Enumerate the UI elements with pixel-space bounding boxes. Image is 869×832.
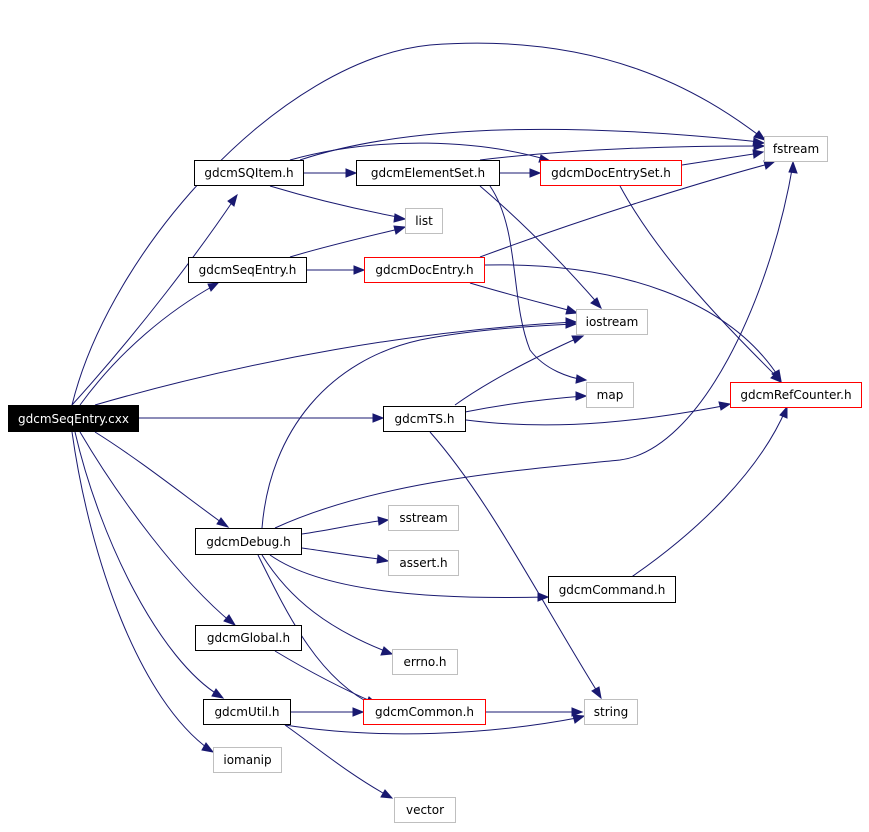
arrow-sqitem-list: [393, 213, 407, 223]
edge-sqitem-fstream: [299, 128, 761, 161]
edge-root-global: [79, 431, 233, 624]
node-gdcmrefcounter-h[interactable]: gdcmRefCounter.h: [730, 382, 862, 408]
edge-global-common: [274, 650, 376, 704]
node-fstream[interactable]: fstream: [764, 136, 828, 162]
node-gdcmseqentry-h[interactable]: gdcmSeqEntry.h: [188, 257, 307, 283]
arrow-root-ts: [372, 413, 385, 423]
edge-sqitem-list: [269, 185, 404, 219]
arrow-debug-errno: [380, 646, 394, 656]
arrow-docentry-iostream: [565, 305, 579, 315]
arrow-command-refcounter: [779, 405, 788, 419]
arrow-root-debug: [216, 517, 230, 528]
arrow-debug-fstream: [788, 160, 798, 174]
edge-docentry-refcounter: [484, 264, 781, 380]
node-assert-h[interactable]: assert.h: [388, 550, 459, 576]
node-gdcmcommon-h[interactable]: gdcmCommon.h: [363, 699, 486, 725]
arrow-util-common: [352, 707, 365, 717]
arrow-docentry-fstream: [763, 160, 776, 170]
edge-ts-string: [429, 431, 601, 697]
arrow-seqentry-list: [393, 225, 407, 235]
arrow-root-iomanip: [201, 742, 215, 753]
arrow-docentry-refcounter: [771, 369, 782, 383]
arrow-ts-string: [591, 686, 602, 700]
node-vector[interactable]: vector: [394, 797, 456, 823]
node-string[interactable]: string: [584, 699, 638, 725]
node-list[interactable]: list: [405, 208, 443, 234]
arrow-debug-iostream: [565, 319, 578, 329]
node-gdcmsqitem-h[interactable]: gdcmSQItem.h: [194, 160, 304, 186]
edge-command-refcounter: [629, 408, 787, 579]
arrow-util-string: [572, 714, 586, 724]
edge-docentryset-fstream: [681, 152, 761, 166]
node-map[interactable]: map: [586, 382, 634, 408]
arrow-root-fstream: [753, 130, 767, 141]
arrow-ts-iostream: [571, 335, 585, 344]
node-gdcmdebug-h[interactable]: gdcmDebug.h: [195, 528, 302, 555]
edge-docentry-fstream: [479, 162, 773, 258]
edge-debug-iostream: [261, 323, 575, 529]
arrow-debug-asserth: [376, 554, 390, 564]
edge-debug-command: [269, 554, 547, 598]
arrow-elementset-docentryset: [529, 168, 542, 178]
node-gdcmcommand-h[interactable]: gdcmCommand.h: [548, 576, 676, 603]
edge-seqentry-list: [289, 227, 404, 258]
node-gdcmdocentry-h[interactable]: gdcmDocEntry.h: [364, 257, 485, 283]
node-errno-h[interactable]: errno.h: [392, 649, 458, 675]
edge-root-iostream: [94, 321, 575, 406]
node-gdcmglobal-h[interactable]: gdcmGlobal.h: [195, 625, 302, 651]
edge-root-fstream: [71, 42, 766, 406]
arrow-root-seqentry: [207, 282, 220, 292]
edge-root-seqentry: [79, 284, 216, 406]
node-gdcmdocentryset-h[interactable]: gdcmDocEntrySet.h: [540, 160, 682, 186]
node-gdcmts-h[interactable]: gdcmTS.h: [383, 406, 466, 432]
edge-sqitem-docentryset: [289, 142, 549, 161]
edge-root-sqitem: [71, 197, 236, 406]
arrow-debug-sstream: [377, 516, 390, 526]
arrow-root-global: [223, 614, 237, 626]
edge-debug-errno: [261, 554, 391, 654]
edge-ts-map: [464, 395, 585, 413]
edge-root-util: [74, 431, 221, 697]
node-sstream[interactable]: sstream: [388, 505, 459, 531]
node-iomanip[interactable]: iomanip: [213, 747, 282, 773]
arrow-elementset-map: [575, 374, 588, 384]
arrow-docentryset-fstream: [752, 149, 765, 159]
arrow-common-string: [571, 707, 584, 717]
arrow-root-sqitem: [227, 193, 238, 207]
arrow-elementset-iostream: [590, 297, 602, 310]
edge-docentryset-refcounter: [619, 185, 781, 381]
edge-root-debug: [94, 431, 226, 526]
arrow-ts-refcounter: [718, 401, 732, 411]
arrow-root-util: [211, 688, 225, 699]
arrow-seqentry-docentry: [353, 265, 366, 275]
arrow-ts-map: [575, 391, 588, 401]
edge-docentry-iostream: [469, 282, 576, 313]
edge-root-iomanip: [71, 431, 211, 751]
arrow-debug-command: [537, 592, 550, 602]
edge-elementset-map: [489, 185, 586, 381]
node-gdcmelementset-h[interactable]: gdcmElementSet.h: [356, 160, 500, 186]
edge-util-string: [284, 716, 583, 735]
arrow-elementset-fstream: [753, 141, 766, 151]
edge-elementset-fstream: [479, 145, 763, 161]
node-gdcmseqentry-cxx[interactable]: gdcmSeqEntry.cxx: [8, 405, 139, 432]
node-gdcmutil-h[interactable]: gdcmUtil.h: [203, 699, 291, 725]
edge-debug-asserth: [301, 547, 387, 561]
edge-util-vector: [284, 724, 391, 798]
edge-elementset-iostream: [479, 185, 601, 307]
edge-ts-iostream: [454, 336, 581, 406]
edge-debug-sstream: [301, 519, 387, 535]
edge-ts-refcounter: [465, 404, 729, 426]
arrow-util-vector: [380, 789, 394, 799]
edge-debug-fstream: [274, 163, 794, 529]
arrow-sqitem-elementset: [345, 168, 358, 178]
node-iostream[interactable]: iostream: [576, 309, 648, 335]
